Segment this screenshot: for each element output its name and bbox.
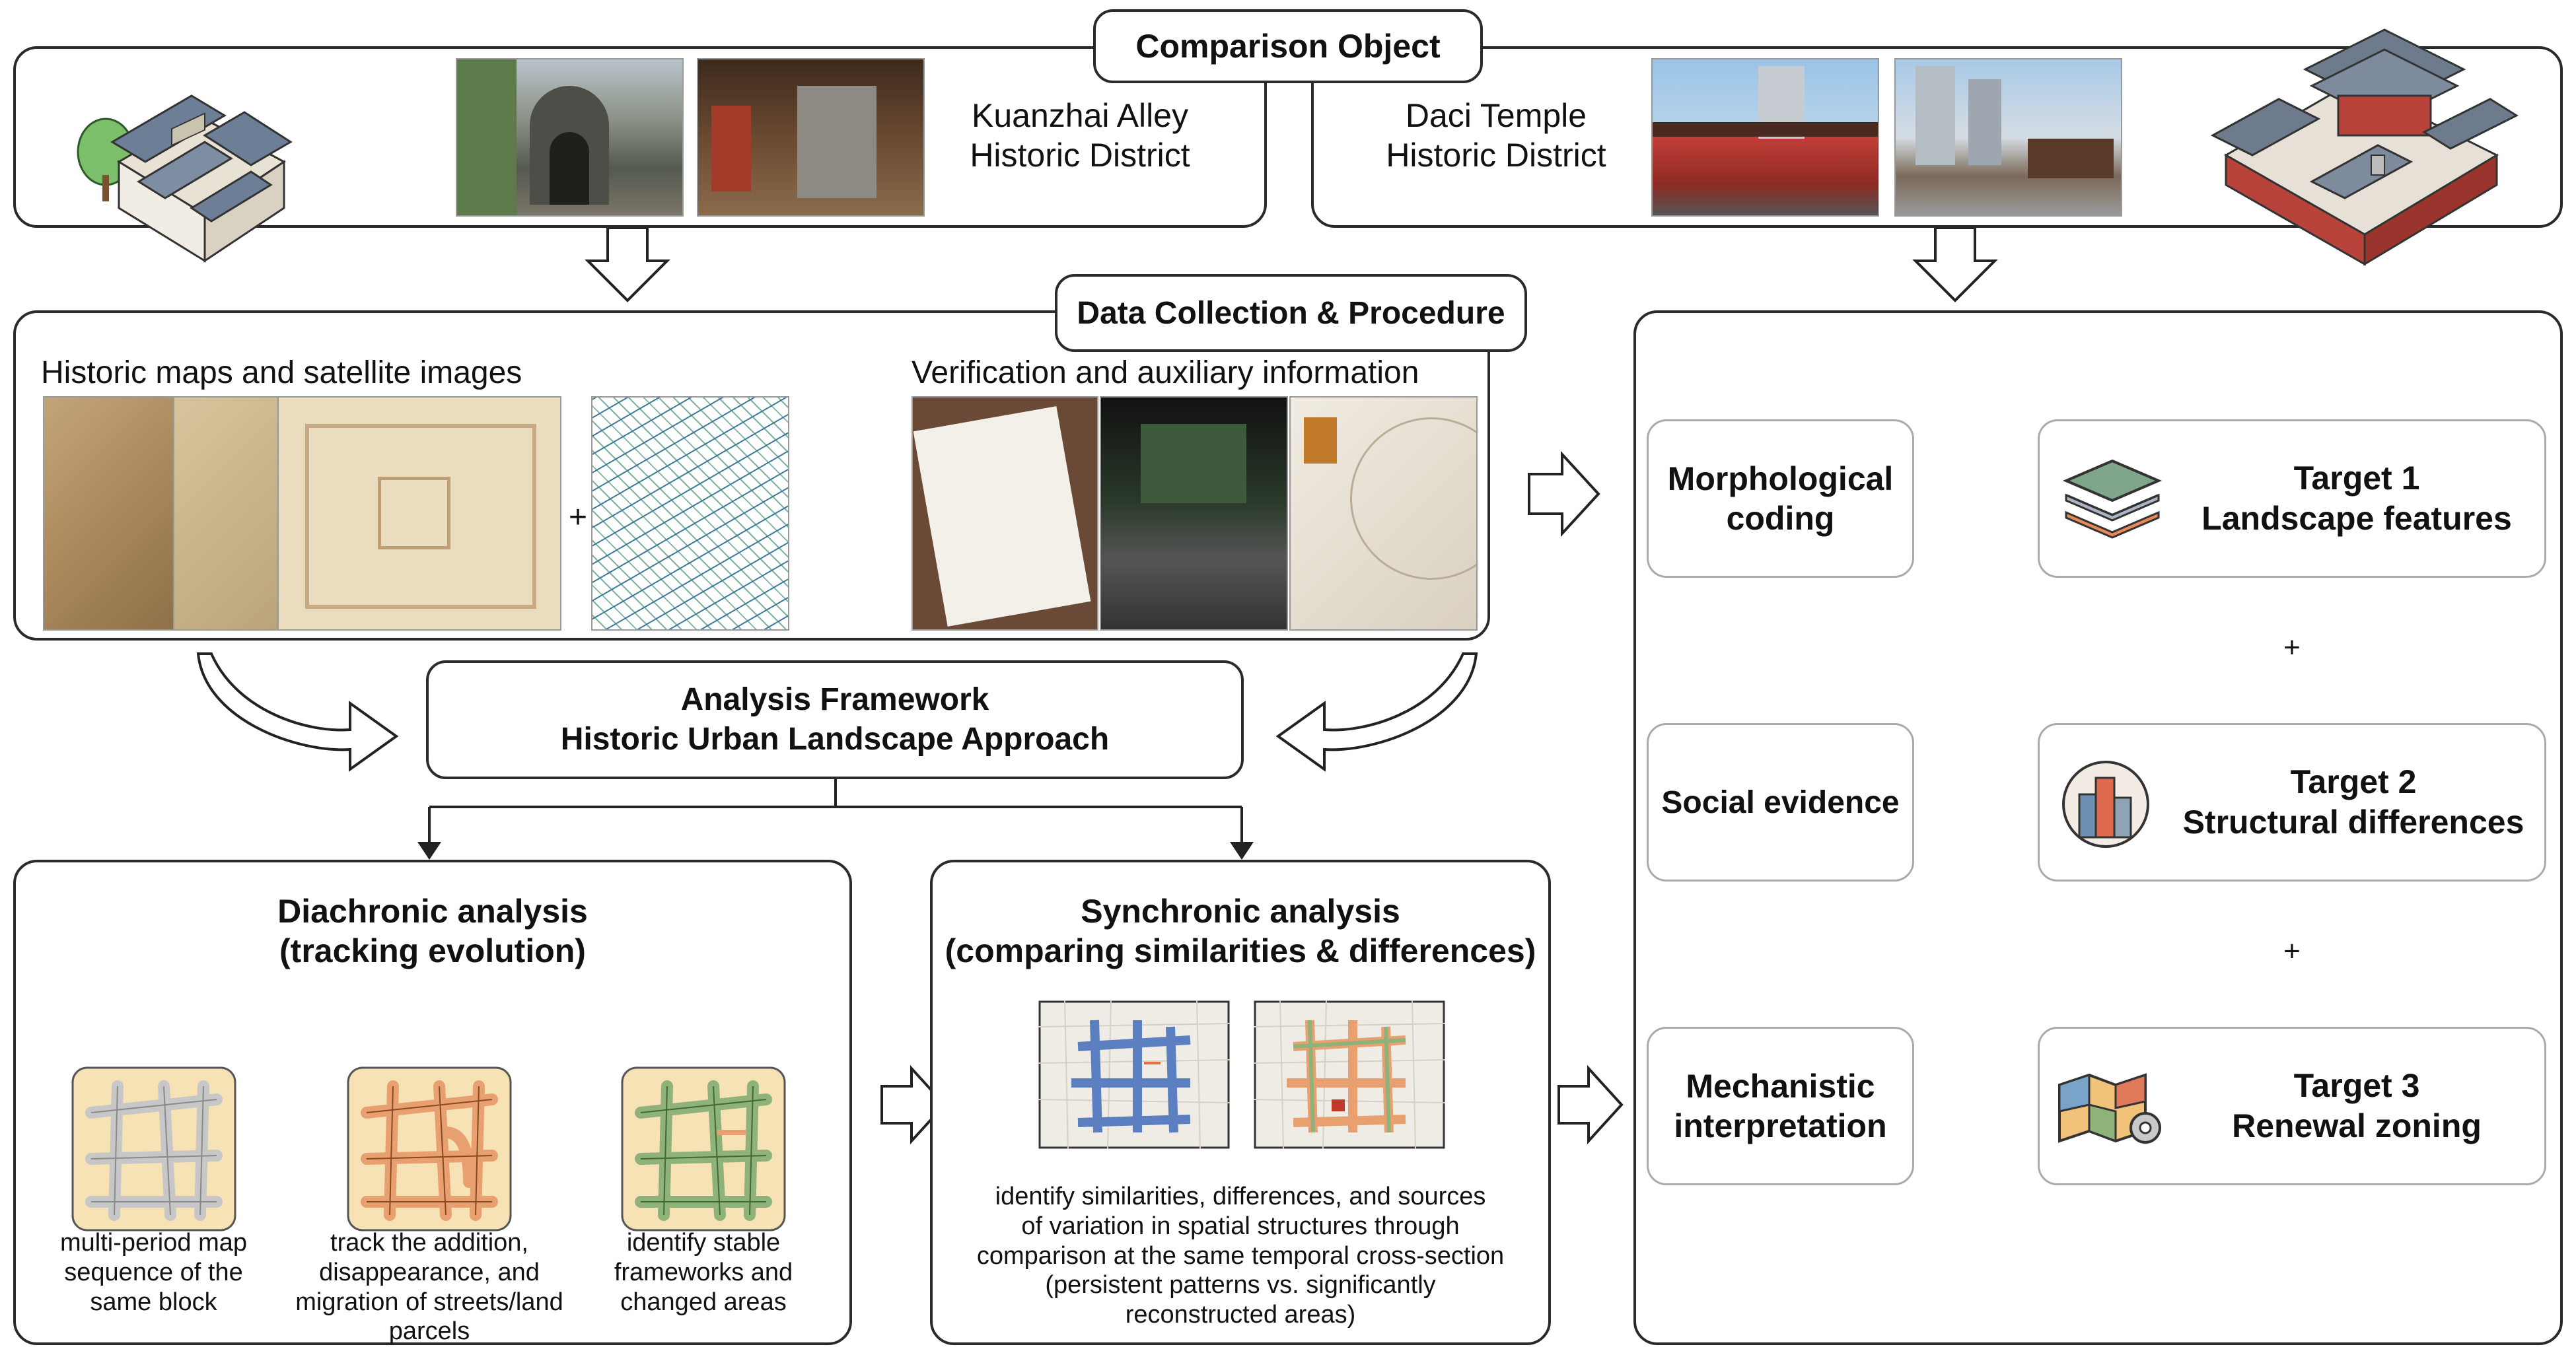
historic-map-3 — [277, 396, 561, 631]
temple-illustration-right — [2210, 28, 2519, 266]
buildings-icon — [2062, 761, 2149, 848]
framework-line-1: Analysis Framework — [680, 682, 989, 717]
street-map-period-1 — [71, 1066, 236, 1232]
diachronic-step-3: identify stable frameworks and changed a… — [614, 1229, 793, 1316]
zoning-map-icon — [2058, 1073, 2161, 1144]
daci-photo-1 — [1651, 58, 1879, 217]
synchronic-map-left — [1038, 1000, 1230, 1149]
plus-sign-targets-2: + — [2283, 935, 2301, 967]
verification-label: Verification and auxiliary information — [912, 355, 1419, 390]
process-step-2-label: Social evidence — [1661, 784, 1900, 820]
diachronic-step-1: multi-period map sequence of the same bl… — [60, 1229, 247, 1316]
museum-photo — [1100, 396, 1288, 631]
street-map-period-2 — [347, 1066, 512, 1232]
synchronic-map-right — [1254, 1000, 1445, 1149]
process-step-morphological: Morphological coding — [1647, 419, 1914, 578]
synchronic-description: identify similarities, differences, and … — [976, 1183, 1505, 1329]
satellite-road-map — [591, 396, 789, 631]
process-step-mechanistic: Mechanistic interpretation — [1647, 1027, 1914, 1185]
target-1-box: Target 1 Landscape features — [2038, 419, 2546, 578]
target-2-label: Target 2 Structural differences — [2182, 763, 2524, 841]
target-1-label: Target 1 Landscape features — [2201, 460, 2512, 537]
down-arrow-left — [585, 226, 670, 302]
maps-label: Historic maps and satellite images — [41, 355, 522, 390]
synchronic-box — [930, 860, 1551, 1345]
process-step-1-label: Morphological coding — [1667, 460, 1894, 537]
right-arrow-data-to-process — [1528, 450, 1600, 538]
data-collection-title: Data Collection & Procedure — [1055, 274, 1527, 352]
kuanzhai-photo-1 — [456, 58, 684, 217]
process-step-3-label: Mechanistic interpretation — [1674, 1068, 1887, 1144]
book-photo — [912, 396, 1098, 631]
diachronic-step-2: track the addition, disappearance, and m… — [295, 1229, 563, 1346]
right-arrow-syn-to-process — [1557, 1064, 1624, 1145]
right-arrow-dia-to-syn — [880, 1064, 947, 1145]
down-arrow-right — [1912, 226, 1998, 302]
target-3-box: Target 3 Renewal zoning — [2038, 1027, 2546, 1185]
comparison-title: Comparison Object — [1093, 9, 1483, 83]
street-map-period-3 — [621, 1066, 786, 1232]
right-site-name: Daci Temple Historic District — [1386, 97, 1606, 174]
plus-sign-maps: + — [568, 500, 588, 535]
synchronic-title: Synchronic analysis (comparing similarit… — [945, 893, 1536, 969]
courtyard-house-illustration-left — [77, 94, 293, 263]
historic-map-1 — [43, 396, 182, 631]
target-2-box: Target 2 Structural differences — [2038, 723, 2546, 882]
historic-map-2 — [173, 396, 279, 631]
arrowhead-right-branch — [1230, 842, 1254, 860]
kuanzhai-photo-2 — [697, 58, 925, 217]
plus-sign-targets-1: + — [2283, 631, 2301, 664]
curved-arrow-right — [1275, 652, 1478, 772]
arrowhead-left-branch — [417, 842, 441, 860]
layers-icon — [2062, 459, 2163, 539]
analysis-framework-box: Analysis Framework Historic Urban Landsc… — [426, 660, 1244, 779]
daci-photo-2 — [1894, 58, 2122, 217]
framework-line-2: Historic Urban Landscape Approach — [560, 722, 1110, 757]
exhibition-panel-photo — [1289, 396, 1478, 631]
left-site-name: Kuanzhai Alley Historic District — [970, 97, 1190, 174]
curved-arrow-left — [196, 652, 399, 772]
target-3-label: Target 3 Renewal zoning — [2232, 1067, 2482, 1144]
process-step-social: Social evidence — [1647, 723, 1914, 882]
diachronic-title: Diachronic analysis (tracking evolution) — [277, 893, 588, 969]
